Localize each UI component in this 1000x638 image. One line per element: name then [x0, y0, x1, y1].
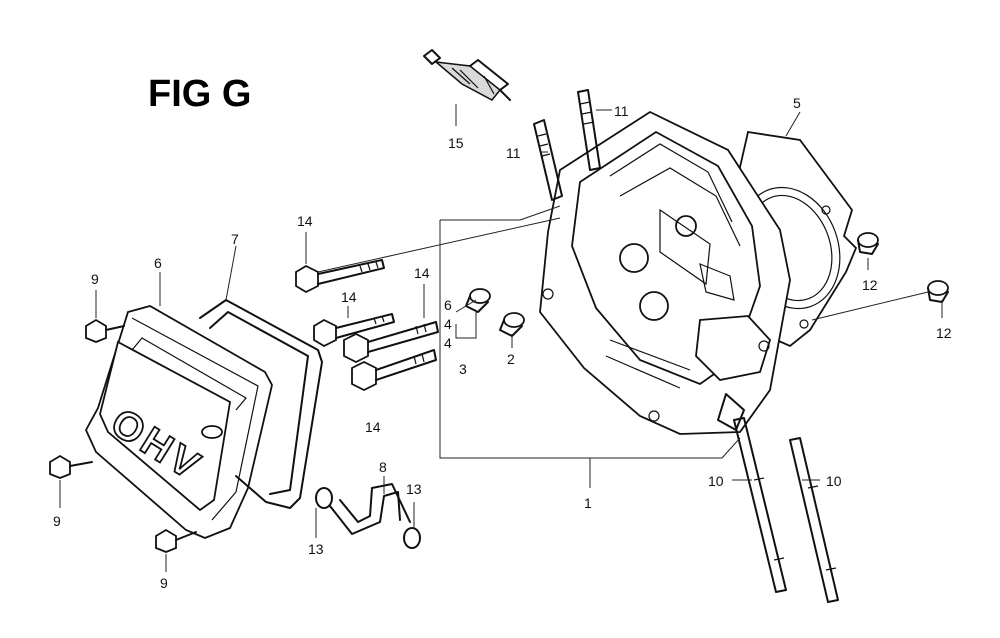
dowel-pin-2 [499, 312, 525, 337]
cylinder-head [539, 110, 791, 435]
dowel-pin-12-lower [927, 280, 949, 303]
cover-bolt-upper [85, 318, 125, 343]
stud-10-right [789, 437, 839, 603]
valve-cover: OHV [84, 305, 273, 539]
callout-10-right: 10 [826, 473, 842, 489]
stud-10-left [733, 417, 787, 593]
leader-lines [59, 104, 943, 572]
callout-4-second: 4 [444, 335, 452, 351]
callout-13-right: 13 [406, 481, 422, 497]
hose-clamp-left [315, 487, 333, 509]
callout-3: 3 [459, 361, 467, 377]
callout-8: 8 [379, 459, 387, 475]
callout-9-left: 9 [53, 513, 61, 529]
hose-clamp-right [403, 527, 421, 549]
callout-6: 6 [154, 255, 162, 271]
callout-15: 15 [448, 135, 464, 151]
head-bolt-long [295, 259, 385, 294]
cover-bolt-left [49, 454, 93, 479]
callout-12-upper: 12 [862, 277, 878, 293]
head-bolt-lower [351, 349, 437, 392]
figure-title: FIG G [148, 73, 251, 115]
cover-bolt-lower [155, 528, 197, 553]
head-bolt-short [313, 313, 395, 348]
spark-plug [423, 49, 511, 101]
head-bolt-middle [343, 321, 439, 364]
callout-6-second: 6 [444, 297, 452, 313]
callout-7: 7 [231, 231, 239, 247]
callout-13-left: 13 [308, 541, 324, 557]
callout-11-right: 11 [614, 103, 629, 119]
callout-1: 1 [584, 495, 592, 511]
callout-4: 4 [444, 316, 452, 332]
callout-5: 5 [793, 95, 801, 111]
stud-11-right [577, 89, 601, 171]
breather-tube [329, 483, 411, 535]
callout-14-upper: 14 [341, 289, 357, 305]
callout-12-lower: 12 [936, 325, 952, 341]
callout-14-top: 14 [297, 213, 313, 229]
callout-9-upper: 9 [91, 271, 99, 287]
callout-14-right: 14 [414, 265, 430, 281]
callout-labels: 1 2 3 4 4 5 6 6 7 8 9 9 9 10 10 11 11 12… [53, 95, 952, 591]
dowel-pin-12-upper [857, 232, 879, 255]
callout-11-left: 11 [506, 145, 521, 161]
callout-9-lower: 9 [160, 575, 168, 591]
callout-14-lower: 14 [365, 419, 381, 435]
dowel-pin-4 [465, 288, 491, 313]
cover-gasket [199, 299, 323, 509]
callout-10-left: 10 [708, 473, 724, 489]
stud-11-left [533, 119, 563, 201]
callout-2: 2 [507, 351, 515, 367]
